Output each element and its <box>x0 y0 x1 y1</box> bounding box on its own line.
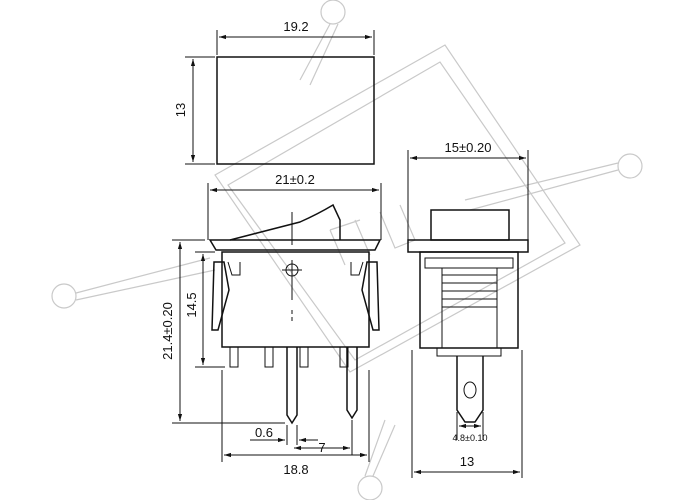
side-view <box>407 150 529 478</box>
dim-base-width: 18.8 <box>283 462 308 477</box>
dim-pin-spacing: 7 <box>318 440 325 455</box>
dim-total-height: 21.4±0.20 <box>160 302 175 360</box>
dim-top-height: 13 <box>173 103 188 117</box>
dim-terminal-width: 4.8±0.10 <box>453 433 488 443</box>
front-view <box>172 183 382 462</box>
dim-side-width: 15±0.20 <box>445 140 492 155</box>
dim-side-base-width: 13 <box>460 454 474 469</box>
watermark-logo <box>51 0 643 500</box>
top-view <box>185 30 375 165</box>
dim-top-width: 19.2 <box>283 19 308 34</box>
dim-pin-thickness: 0.6 <box>255 425 273 440</box>
dim-body-height: 14.5 <box>184 292 199 317</box>
dim-rocker-width: 21±0.2 <box>275 172 315 187</box>
